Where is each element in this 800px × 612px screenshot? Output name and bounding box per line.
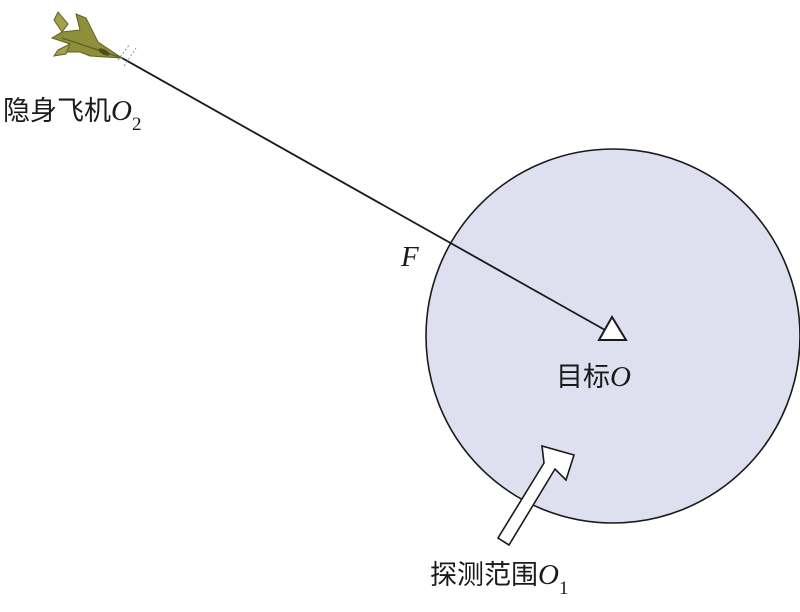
aircraft-label-symbol: O: [111, 95, 132, 127]
range-label-symbol: O: [538, 559, 559, 591]
range-label-text: 探测范围: [430, 560, 538, 591]
target-label-symbol: O: [610, 361, 631, 393]
stealth-aircraft-icon: [50, 11, 137, 67]
point-f-label: F: [400, 241, 419, 273]
range-label: 探测范围O1: [430, 559, 568, 599]
aircraft-label-subscript: 2: [132, 114, 142, 135]
target-label: 目标O: [556, 361, 631, 393]
aircraft-label: 隐身飞机O2: [3, 95, 141, 135]
hollow-arrow-icon: [496, 444, 576, 547]
target-label-text: 目标: [556, 362, 610, 393]
aircraft-label-text: 隐身飞机: [3, 96, 111, 127]
range-label-subscript: 1: [559, 578, 569, 599]
sight-line: [121, 57, 606, 331]
triangle-target-icon: [597, 315, 628, 341]
